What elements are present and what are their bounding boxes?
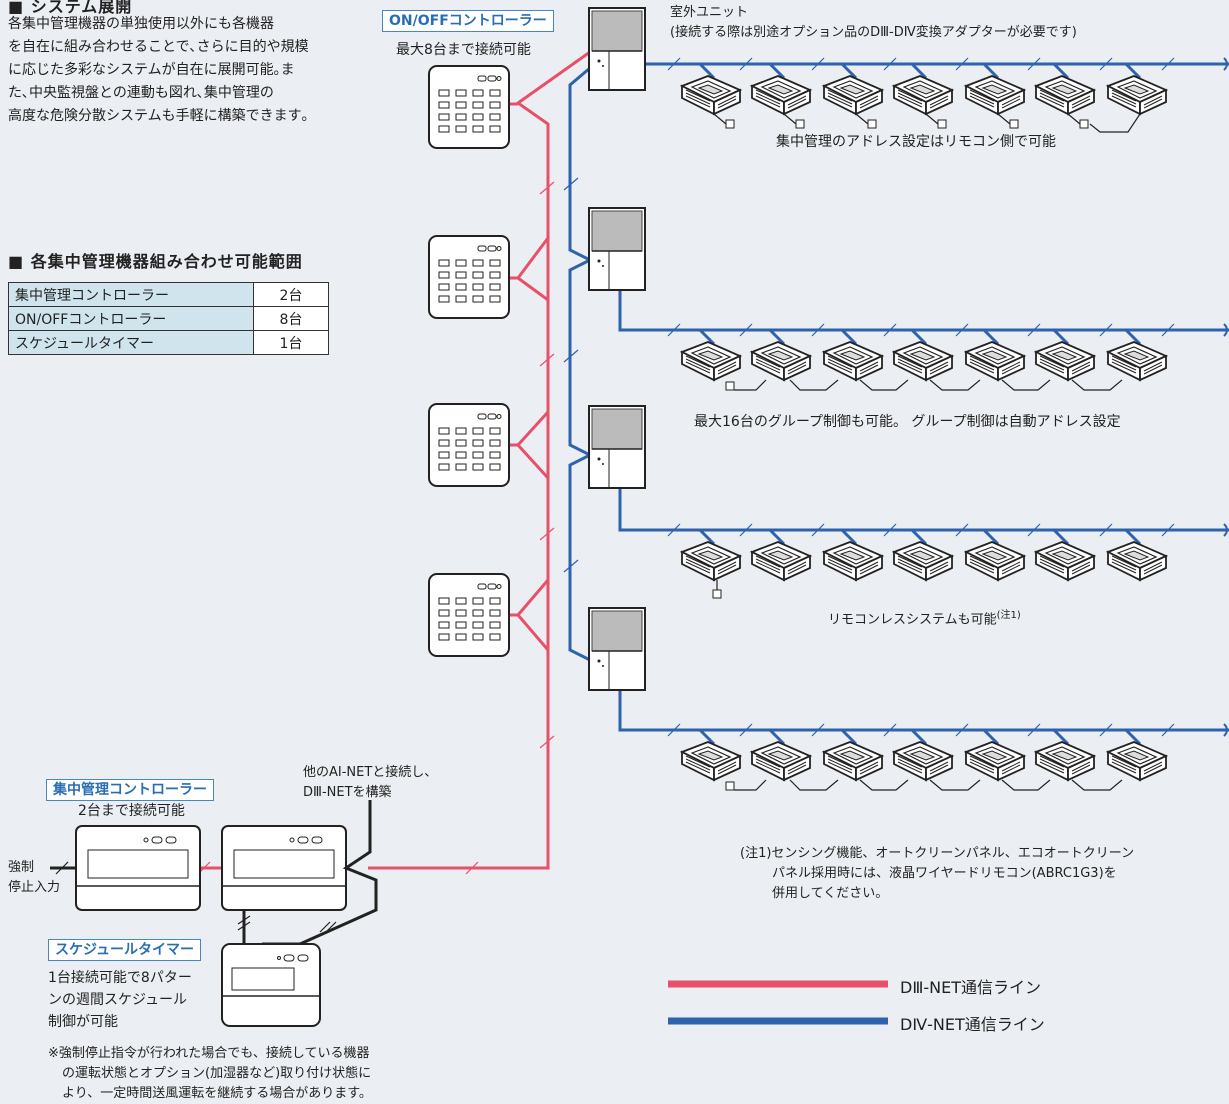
central-controller-note: 2台まで接続可能 [78,803,185,819]
intro-line: 各集中管理機器の単独使用以外にも各機器 [8,16,274,32]
range-item-count: 2台 [253,282,329,307]
outdoor-unit [588,207,646,291]
group-control-note: 最大16台のグループ制御も可能。 グループ制御は自動アドレス設定 [694,414,1121,430]
system-title: ■ システム展開 [8,0,133,16]
legend-d4-label: DⅣ-NET通信ライン [900,1015,1045,1034]
remoconless-sup: (注1) [996,610,1021,621]
schedule-timer-device [221,943,321,1027]
d4-net-line [568,62,1229,732]
note-1-line: (注1)センシング機能、オートクリーンパネル、エコオートクリーン [740,846,1135,861]
d4-break-marks [563,57,1175,737]
onoff-controller [428,403,510,487]
d3-net-line [200,50,591,870]
forced-stop-label: 強制 [8,860,35,875]
footnote-line: の運転状態とオプション(加湿器など)取り付け状態に [62,1066,372,1081]
onoff-controller-note: 最大8台まで接続可能 [396,42,531,58]
intro-line: に応じた多彩なシステムが自在に展開可能｡ま [8,62,295,78]
remoconless-text: リモコンレスシステムも可能 [828,612,997,628]
range-item-name: ON/OFFコントローラー [8,306,254,331]
outdoor-unit-note: (接続する際は別途オプション品のDⅢ-DⅣ変換アダプターが必要です) [670,25,1077,40]
outdoor-unit [588,405,646,489]
outdoor-unit-label: 室外ユニット [670,5,749,20]
intro-line: を自在に組み合わせることで､さらに目的や規模 [8,39,309,55]
central-controller-label: 集中管理コントローラー [46,779,214,801]
onoff-controller [428,573,510,657]
range-item-name: 集中管理コントローラー [8,282,254,307]
address-note: 集中管理のアドレス設定はリモコン側で可能 [776,134,1056,150]
forced-stop-label-2: 停止入力 [8,880,61,895]
schedule-timer-label: スケジュールタイマー [48,939,202,961]
line-end-caps [1223,57,1228,737]
note-1-line: パネル採用時には、液晶ワイヤードリモコン(ABRC1G3)を [772,866,1117,881]
intro-line: た､中央監視盤との連動も図れ､集中管理の [8,85,274,101]
range-title: ■ 各集中管理機器組み合わせ可能範囲 [8,252,303,271]
range-item-count: 8台 [253,306,329,331]
d4-drop-lines [698,62,1142,746]
central-controller-1 [75,825,201,911]
outdoor-unit [588,607,646,691]
onoff-controller-label: ON/OFFコントローラー [382,10,554,32]
outdoor-unit [588,7,646,91]
range-item-count: 1台 [253,330,329,355]
footnote-line: より、一定時間送風運転を継続する場合があります。 [62,1086,372,1101]
indoor-row-4 [681,741,1167,791]
schedule-timer-note: 1台接続可能で8パター ンの週間スケジュール 制御が可能 [48,967,192,1033]
range-item-name: スケジュールタイマー [8,330,254,355]
note-1: (注1)センシング機能、オートクリーンパネル、エコオートクリーン パネル採用時に… [740,844,1134,904]
footnote-line: ※強制停止指令が行われた場合でも、接続している機器 [48,1046,370,1061]
ainet-note-line1: 他のAI-NETと接続し、 [303,765,438,780]
black-break-marks [55,861,337,933]
indoor-row-1 [681,75,1167,133]
schedule-line: 1台接続可能で8パター [48,970,192,986]
central-controller-2 [221,825,347,911]
onoff-controller [428,65,510,149]
intro-line: 高度な危険分散システムも手軽に構築できます｡ [8,108,309,124]
remoconless-note: リモコンレスシステムも可能(注1) [828,606,1021,630]
indoor-row-2 [681,341,1167,391]
indoor-row-3 [681,541,1167,599]
intro-text: 各集中管理機器の単独使用以外にも各機器 を自在に組み合わせることで､さらに目的や… [8,13,348,128]
onoff-controller [428,235,510,319]
schedule-line: ンの週間スケジュール [48,992,188,1008]
ainet-note-line2: DⅢ-NETを構築 [303,785,392,800]
schedule-line: 制御が可能 [48,1014,118,1030]
note-1-line: 併用してください。 [772,886,889,901]
legend-d3-label: DⅢ-NET通信ライン [900,978,1041,997]
footnote: ※強制停止指令が行われた場合でも、接続している機器 の運転状態とオプション(加湿… [48,1044,372,1104]
